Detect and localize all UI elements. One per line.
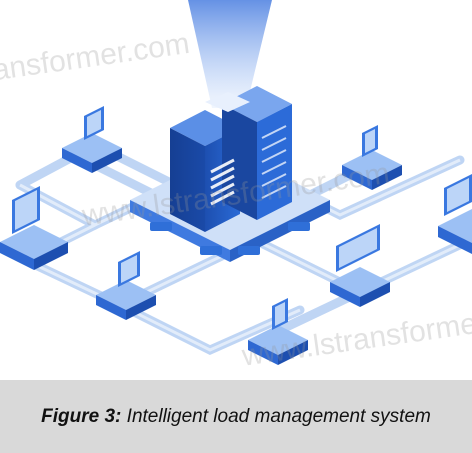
computer-terminal-icon: [62, 106, 122, 173]
terminals: [0, 106, 472, 365]
figure-title: Intelligent load management system: [126, 405, 431, 427]
server-rack-icon: [170, 86, 292, 232]
platform-pads: [150, 222, 310, 255]
computer-terminal-icon: [0, 186, 68, 270]
caption-bar: Figure 3: Intelligent load management sy…: [0, 380, 472, 453]
figure-label: Figure 3:: [41, 405, 122, 427]
computer-terminal-icon: [248, 298, 308, 365]
network-illustration: www.lstransformer.com www.lstransformer.…: [0, 0, 472, 373]
computer-terminal-icon: [342, 125, 402, 190]
light-beam: [188, 0, 272, 108]
computer-terminal-icon: [438, 174, 472, 254]
computer-terminal-icon: [330, 224, 390, 307]
figure-caption: Figure 3: Intelligent load management sy…: [41, 406, 431, 428]
computer-terminal-icon: [96, 251, 156, 320]
